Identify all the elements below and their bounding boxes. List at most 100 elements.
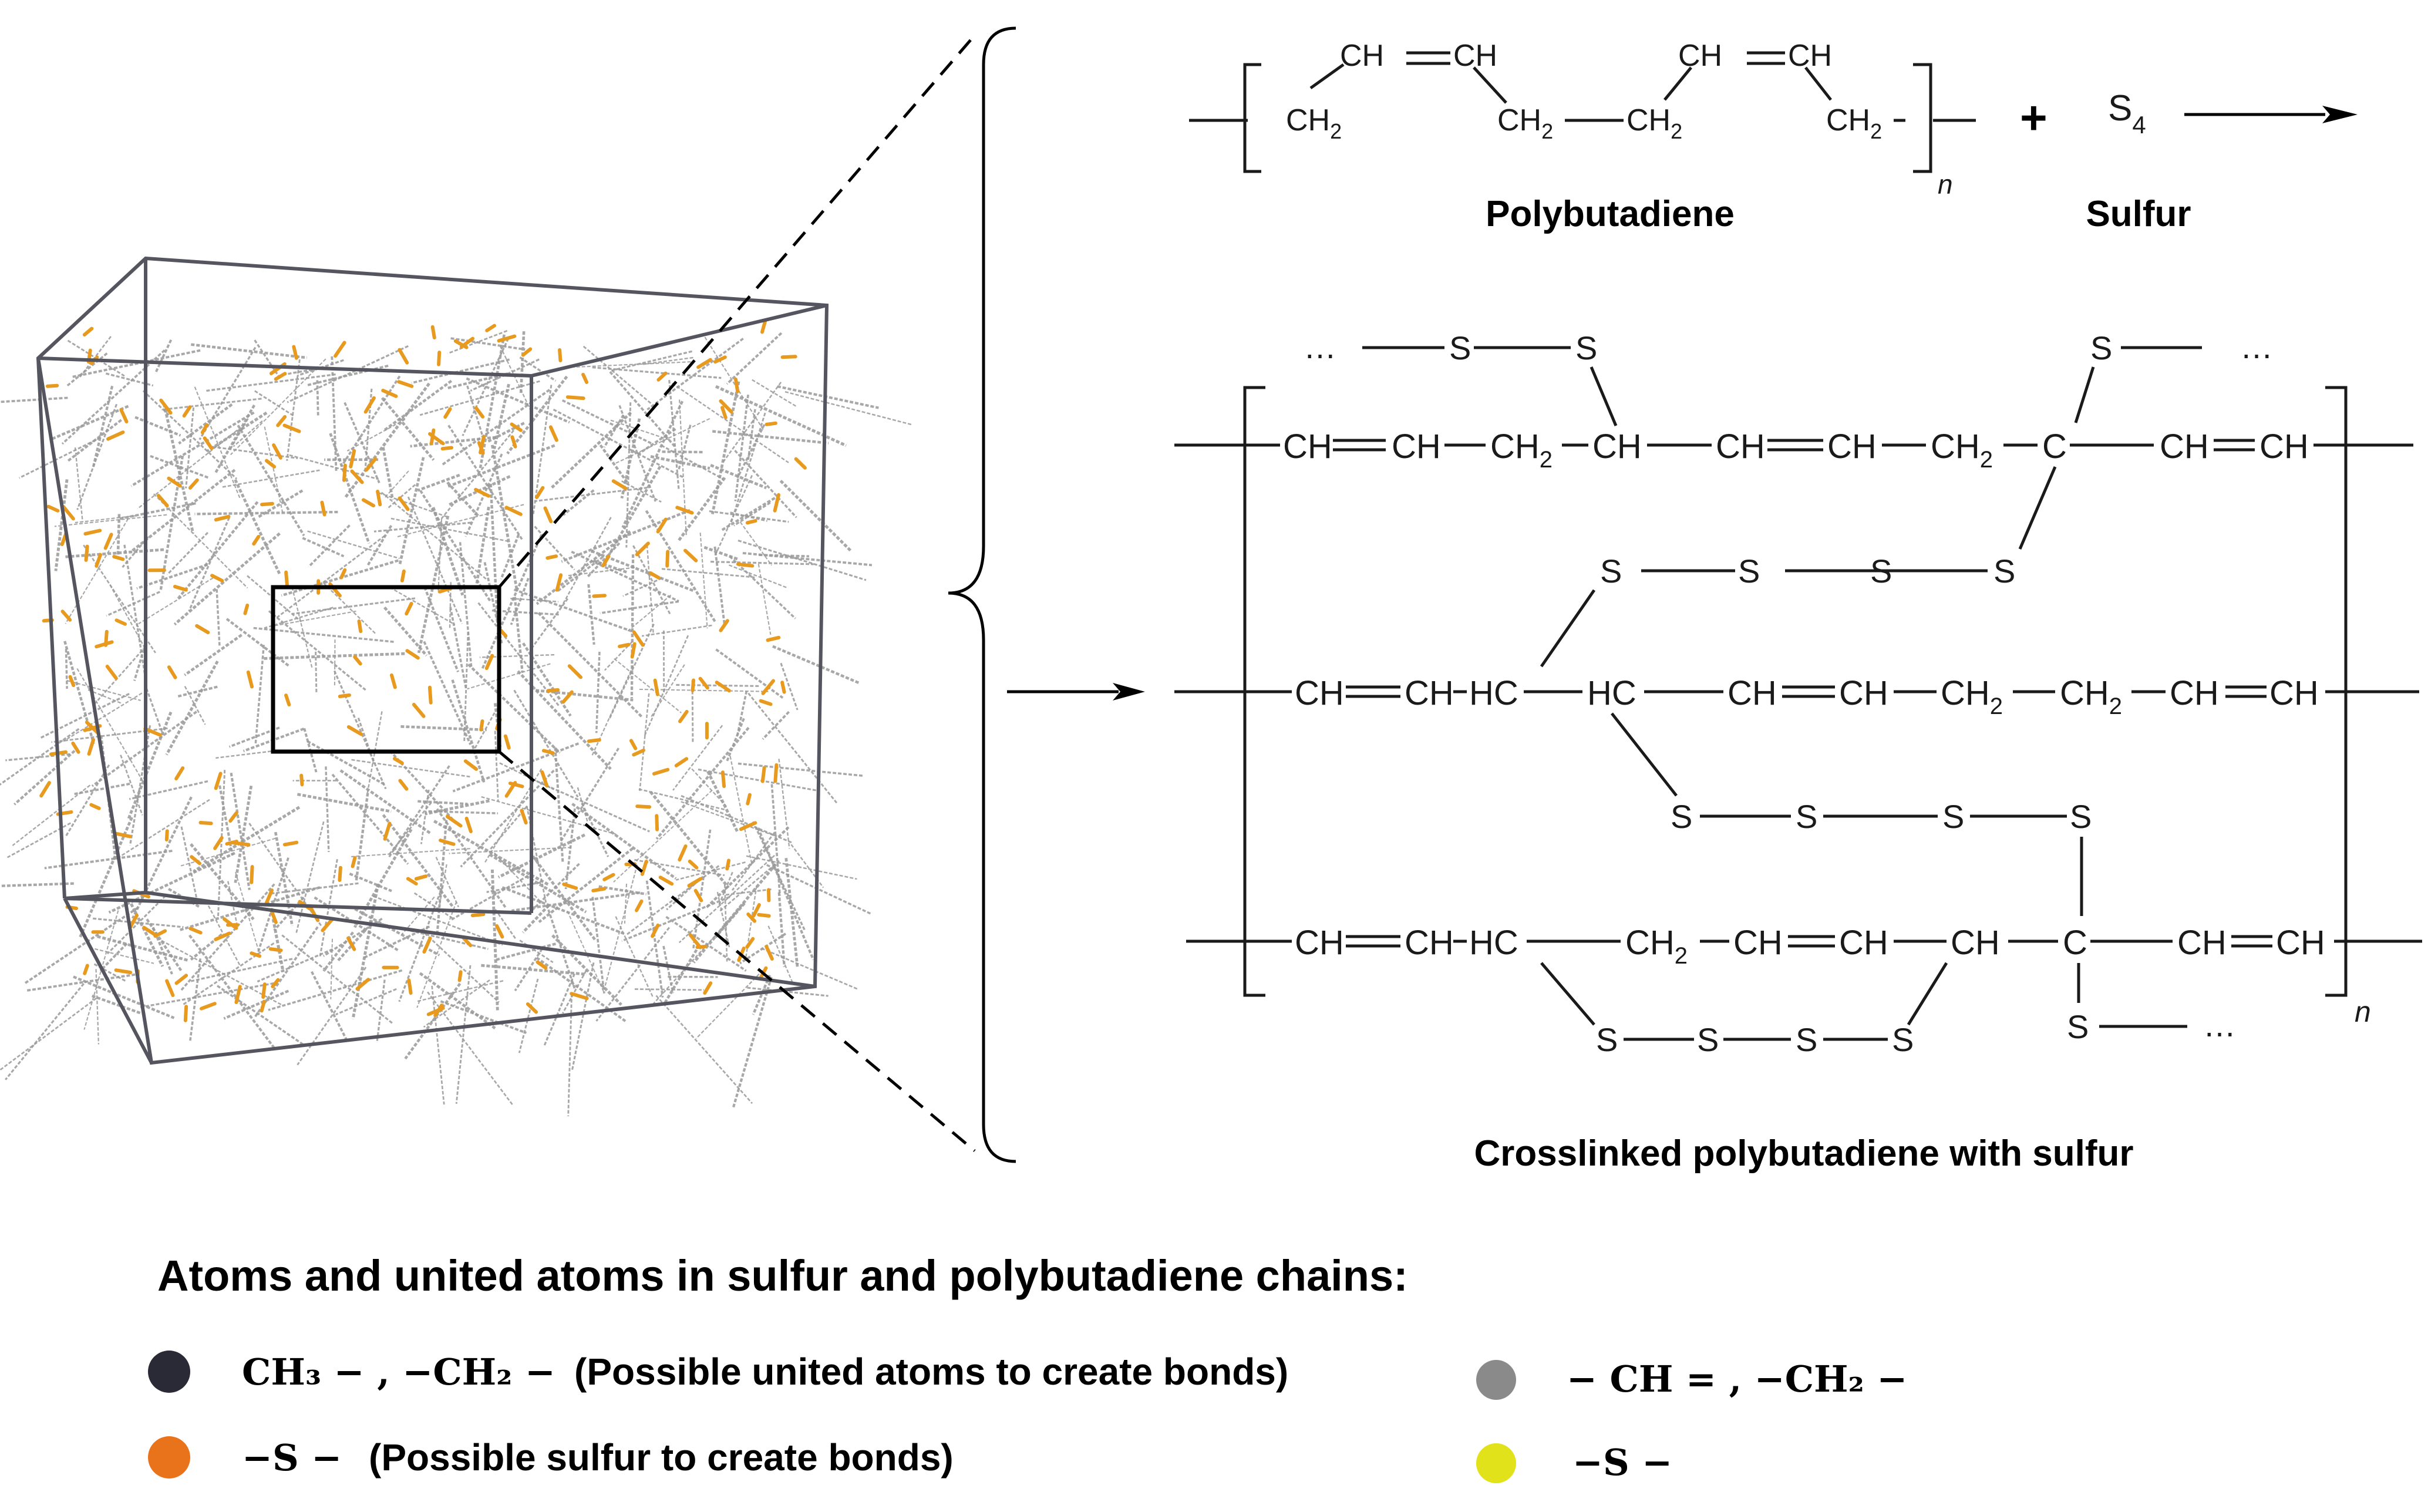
polymer-chain-segment: [632, 545, 672, 615]
sulfur-molecule: [195, 624, 210, 635]
sulfur-molecule: [675, 506, 694, 515]
polymer-chain-segment: [286, 359, 301, 461]
sulfur-molecule: [691, 678, 696, 692]
sulfur-molecule: [182, 405, 192, 418]
polymer-chain-segment: [522, 642, 572, 717]
box-edge: [38, 356, 532, 378]
sulfur-molecule: [720, 406, 728, 420]
sulfur-molecule: [84, 544, 89, 562]
chain3-atom: CH: [1951, 924, 2000, 962]
polymer-chain-segment: [703, 545, 739, 561]
polymer-chain-segment: [489, 483, 499, 620]
sulfur-molecule: [562, 882, 578, 890]
sulfur-molecule: [474, 406, 485, 419]
polymer-chain-segment: [215, 750, 272, 759]
polymer-chain-segment: [91, 994, 143, 1015]
polymer-chain-segment: [643, 356, 693, 365]
subscript: 2: [1671, 119, 1682, 143]
sulfur-molecule: [62, 505, 75, 521]
sulfur-molecule: [651, 923, 660, 938]
sulfur-molecule: [715, 681, 731, 693]
polymer-chain-segment: [561, 399, 652, 444]
polymer-chain-segment: [188, 958, 201, 1043]
chain2-atom: CH: [1941, 674, 1990, 712]
sulfur-atom: S: [1600, 553, 1622, 590]
polymer-chain-segment: [466, 385, 485, 442]
polymer-chain-segment: [510, 597, 558, 602]
polymer-chain-segment: [222, 469, 320, 488]
polymer-chain-segment: [490, 444, 518, 590]
sulfur-atom: S: [1870, 553, 1892, 590]
sulfur-molecule: [39, 781, 51, 798]
sulfur-molecule: [635, 899, 644, 912]
sulfur-molecule: [780, 681, 786, 694]
repeat-index: n: [2355, 995, 2371, 1028]
polymer-chain-segment: [506, 375, 568, 454]
chain3-atom: CH: [2177, 924, 2227, 962]
sulfur-molecule: [504, 506, 523, 516]
box-edge: [36, 358, 66, 899]
chain2-atom: CH: [2170, 674, 2219, 712]
polymer-chain-segment: [336, 929, 366, 963]
united-atom-marker: [148, 1351, 190, 1393]
polymer-chain-segment: [722, 382, 782, 462]
sulfur-molecule: [214, 772, 223, 790]
sulfur-molecule: [548, 425, 558, 442]
polymer-chain-segment: [519, 331, 526, 393]
sulfur-atom: S: [1575, 329, 1597, 366]
polymer-chain-segment: [413, 892, 454, 920]
sulfur-molecule: [264, 888, 274, 905]
chain2-atom: HC: [1587, 674, 1636, 712]
polymer-chain-segment: [416, 901, 457, 1008]
sulfur-molecule: [648, 571, 661, 580]
polymer-chain-segment: [129, 780, 208, 800]
sulfur-molecule: [85, 720, 100, 735]
polymer-chain-segment: [695, 969, 764, 1039]
legend-note: (Possible united atoms to create bonds): [574, 1351, 1288, 1393]
sulfur-molecule: [390, 673, 397, 689]
sulfur-molecule: [760, 319, 767, 334]
polymer-chain-segment: [780, 662, 799, 710]
sulfur-molecule: [272, 443, 282, 460]
polymer-chain-segment: [466, 377, 570, 424]
sulfur-molecule: [736, 562, 755, 568]
polymer-chain-segment: [127, 711, 173, 819]
chain2-atom: HC: [1469, 674, 1518, 712]
sulfur-molecule: [510, 435, 517, 449]
sulfur-molecule: [398, 348, 409, 365]
polymer-chain-segment: [746, 855, 857, 880]
sulfur-molecule: [339, 568, 347, 580]
sulfur-molecule: [200, 423, 209, 435]
svg-text:CH2: CH2: [1931, 427, 1993, 473]
polymer-chain-segment: [420, 929, 500, 1003]
sulfur-molecule: [83, 964, 89, 975]
sulfur-molecule: [429, 428, 436, 446]
sulfur-molecule: [570, 992, 589, 1001]
polymer-chain-segment: [136, 563, 208, 590]
box-edge: [64, 897, 532, 915]
sulfur-molecule: [656, 371, 668, 382]
reaction-equation: CH2 CH CH CH2 CH2 CH CH CH2 n + S4 Polyb…: [1189, 39, 2358, 234]
polymer-chain-segment: [5, 983, 85, 1080]
chain1-atom: CH: [1592, 427, 1642, 466]
polymer-chain-segment: [486, 881, 541, 893]
sulfur-molecule: [405, 649, 420, 660]
polymer-chain-segment: [592, 559, 628, 574]
sulfur-molecule: [653, 678, 659, 696]
polymer-chain-segment: [729, 756, 753, 864]
polymer-chain-segment: [451, 679, 486, 783]
sulfur-molecule: [652, 767, 670, 776]
polymer-chain-segment: [66, 679, 141, 701]
sulfur-molecule: [439, 838, 456, 846]
polymer-chain-segment: [784, 858, 799, 968]
polymer-chain-segment: [681, 794, 792, 844]
polybutadiene-label: Polybutadiene: [1486, 194, 1735, 234]
sulfur-molecule: [82, 326, 94, 337]
polymer-chain-segment: [650, 455, 710, 470]
polymer-chain-segment: [173, 532, 281, 626]
polymer-chain-segment: [641, 624, 712, 637]
sulfur-molecule: [282, 840, 299, 847]
sulfur-molecule: [232, 841, 251, 847]
polymer-chain-segment: [438, 864, 447, 908]
polymer-chain-segment: [500, 534, 520, 580]
